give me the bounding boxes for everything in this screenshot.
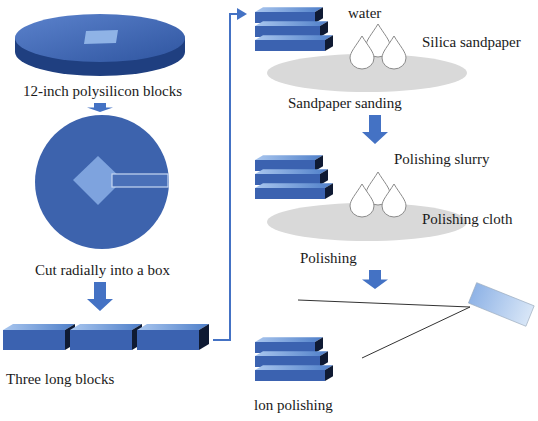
flow-arrow xyxy=(87,103,113,112)
flow-arrow xyxy=(87,282,113,311)
step-caption: Sandpaper sanding xyxy=(288,94,402,112)
connector-line xyxy=(213,14,238,340)
material-label: Silica sandpaper xyxy=(422,33,521,51)
arrowhead xyxy=(237,8,247,20)
process-step: lon polishing xyxy=(248,290,470,416)
step-caption: Cut radially into a box xyxy=(35,261,170,279)
material-label: water xyxy=(348,4,381,22)
process-step: Three long blocks xyxy=(0,312,212,390)
flow-arrow xyxy=(362,270,388,289)
step-caption: lon polishing xyxy=(254,396,333,414)
step-caption: Polishing xyxy=(300,249,357,267)
flow-arrow xyxy=(362,115,388,144)
silicon-disc xyxy=(15,14,185,76)
ion-beam xyxy=(298,283,534,358)
material-label: Polishing cloth xyxy=(422,210,512,228)
process-step: 12-inch polysilicon blocks xyxy=(10,4,195,102)
cut-wafer xyxy=(35,115,169,249)
flow-connector xyxy=(213,8,247,340)
step-caption: 12-inch polysilicon blocks xyxy=(23,82,182,100)
process-step: Cut radially into a box xyxy=(20,113,185,281)
material-label: Polishing slurry xyxy=(394,150,489,168)
silicon-bars xyxy=(3,7,333,381)
step-caption: Three long blocks xyxy=(6,370,114,388)
